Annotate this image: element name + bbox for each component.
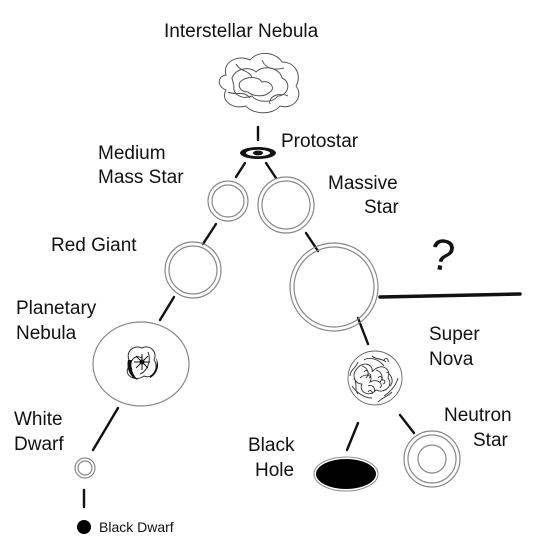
unknown-branch-line (378, 292, 522, 299)
super-nova-icon (347, 350, 403, 406)
label-massive-star-line2: Star (364, 197, 399, 218)
label-white-dwarf-line2: Dwarf (14, 434, 64, 455)
label-black-dwarf: Black Dwarf (99, 519, 174, 535)
label-super-nova-line1: Super (429, 324, 480, 345)
label-massive-star-line1: Massive (328, 173, 398, 194)
connector-massive-supergiant (304, 231, 320, 253)
label-planetary-nebula-line2: Nebula (16, 323, 77, 344)
connector-supergiant-supernova (356, 316, 370, 346)
medium-mass-star-icon (207, 180, 249, 222)
protostar-icon (240, 147, 276, 159)
planetary-nebula-icon (92, 321, 190, 407)
massive-star-icon (257, 176, 315, 234)
label-medium-mass-star-line1: Medium (98, 143, 166, 164)
label-planetary-nebula-line1: Planetary (16, 298, 97, 319)
white-dwarf-icon (74, 457, 96, 479)
label-neutron-star-line1: Neutron (444, 405, 512, 426)
label-red-giant: Red Giant (51, 235, 137, 256)
label-neutron-star-line2: Star (473, 430, 508, 451)
connector-redgiant-planetary (158, 295, 176, 322)
label-super-nova-line2: Nova (429, 349, 474, 370)
title-interstellar-nebula: Interstellar Nebula (164, 21, 319, 42)
label-white-dwarf-line1: White (14, 409, 63, 430)
connector-supernova-neutron (398, 413, 416, 435)
label-black-hole-line1: Black (248, 435, 295, 456)
connector-medium-redgiant (201, 222, 218, 246)
connector-planetary-whitedwarf (91, 406, 120, 452)
neutron-star-icon (403, 430, 461, 488)
label-protostar: Protostar (281, 131, 359, 152)
black-dwarf-icon (77, 520, 91, 534)
connector-protostar-medium (234, 161, 247, 179)
connector-supernova-blackhole (345, 421, 360, 452)
label-medium-mass-star-line2: Mass Star (98, 167, 184, 188)
red-giant-icon (164, 241, 222, 299)
connector-protostar-massive (264, 161, 278, 180)
label-black-hole-line2: Hole (255, 460, 295, 481)
red-supergiant-icon (289, 242, 379, 332)
interstellar-nebula-icon (218, 53, 300, 114)
black-hole-icon (313, 456, 379, 492)
